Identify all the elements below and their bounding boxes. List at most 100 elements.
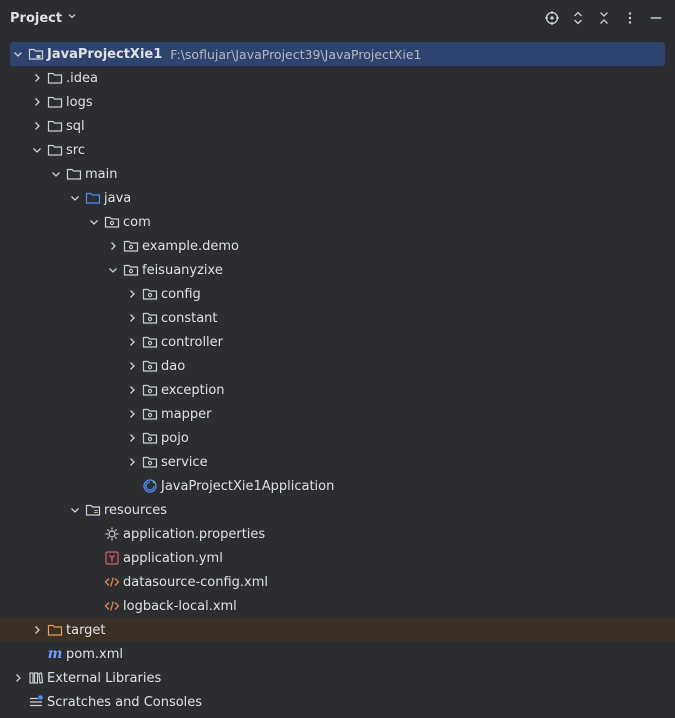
tree-node-logs[interactable]: logs xyxy=(0,90,675,114)
tree-node-logback-local-xml[interactable]: logback-local.xml xyxy=(0,594,675,618)
tree-node-label: target xyxy=(66,622,106,638)
tree-node-scratches-and-consoles[interactable]: Scratches and Consoles xyxy=(0,690,675,714)
chevron-right-icon[interactable] xyxy=(10,670,26,686)
properties-file-icon xyxy=(104,526,120,542)
tree-node-application-properties[interactable]: application.properties xyxy=(0,522,675,546)
chevron-down-icon[interactable] xyxy=(48,166,64,182)
chevron-right-icon[interactable] xyxy=(124,334,140,350)
expander-spacer xyxy=(86,550,102,566)
module-folder-icon xyxy=(28,46,44,62)
chevron-right-icon[interactable] xyxy=(105,238,121,254)
package-icon xyxy=(142,406,158,422)
tree-node-target[interactable]: target xyxy=(0,618,675,642)
tree-node-com[interactable]: com xyxy=(0,210,675,234)
tool-window-header: Project xyxy=(0,0,675,36)
yaml-file-icon xyxy=(104,550,120,566)
tree-node-pojo[interactable]: pojo xyxy=(0,426,675,450)
tool-window-title: Project xyxy=(10,10,63,26)
folder-icon xyxy=(66,166,82,182)
chevron-down-icon[interactable] xyxy=(86,214,102,230)
folder-icon xyxy=(47,94,63,110)
expand-collapse-icon[interactable] xyxy=(569,9,587,27)
tree-node-exception[interactable]: exception xyxy=(0,378,675,402)
tree-node-label: sql xyxy=(66,118,85,134)
chevron-right-icon[interactable] xyxy=(29,118,45,134)
xml-file-icon xyxy=(104,574,120,590)
package-icon xyxy=(104,214,120,230)
tree-node-label: mapper xyxy=(161,406,212,422)
tree-node-mapper[interactable]: mapper xyxy=(0,402,675,426)
package-icon xyxy=(142,310,158,326)
xml-file-icon xyxy=(104,598,120,614)
tree-node-example-demo[interactable]: example.demo xyxy=(0,234,675,258)
tree-node-feisuanyzixe[interactable]: feisuanyzixe xyxy=(0,258,675,282)
locate-icon[interactable] xyxy=(543,9,561,27)
tree-node-service[interactable]: service xyxy=(0,450,675,474)
chevron-down-icon[interactable] xyxy=(67,502,83,518)
package-icon xyxy=(142,286,158,302)
tree-node-config[interactable]: config xyxy=(0,282,675,306)
chevron-down-icon[interactable] xyxy=(105,262,121,278)
package-icon xyxy=(142,454,158,470)
package-icon xyxy=(142,430,158,446)
tree-node-controller[interactable]: controller xyxy=(0,330,675,354)
tree-node-java[interactable]: java xyxy=(0,186,675,210)
project-view-selector[interactable]: Project xyxy=(10,10,78,26)
chevron-down-icon[interactable] xyxy=(10,46,26,62)
maven-glyph: m xyxy=(47,646,63,662)
tree-node-idea[interactable]: .idea xyxy=(0,66,675,90)
tree-node-label: datasource-config.xml xyxy=(123,574,269,590)
tree-node-dao[interactable]: dao xyxy=(0,354,675,378)
tree-node-label: logs xyxy=(66,94,93,110)
chevron-down-icon[interactable] xyxy=(67,190,83,206)
source-folder-icon xyxy=(85,190,101,206)
collapse-all-icon[interactable] xyxy=(595,9,613,27)
module-path: F:\soflujar\JavaProject39\JavaProjectXie… xyxy=(170,46,422,62)
chevron-right-icon[interactable] xyxy=(124,430,140,446)
folder-icon xyxy=(47,118,63,134)
tree-node-label: com xyxy=(123,214,151,230)
chevron-down-icon[interactable] xyxy=(29,142,45,158)
minimize-icon[interactable] xyxy=(647,9,665,27)
tree-node-label: JavaProjectXie1Application xyxy=(161,478,335,494)
chevron-right-icon[interactable] xyxy=(29,70,45,86)
tree-node-javaprojectxie1application[interactable]: JavaProjectXie1Application xyxy=(0,474,675,498)
tree-node-src[interactable]: src xyxy=(0,138,675,162)
tree-node-label: service xyxy=(161,454,208,470)
tree-node-label: main xyxy=(85,166,118,182)
tree-node-main[interactable]: main xyxy=(0,162,675,186)
tree-node-label: resources xyxy=(104,502,168,518)
tree-node-label: src xyxy=(66,142,85,158)
package-icon xyxy=(142,358,158,374)
tree-node-label: External Libraries xyxy=(47,670,162,686)
expander-spacer xyxy=(124,478,140,494)
tree-node-label: java xyxy=(104,190,132,206)
chevron-right-icon[interactable] xyxy=(29,622,45,638)
chevron-right-icon[interactable] xyxy=(124,454,140,470)
tree-node-resources[interactable]: resources xyxy=(0,498,675,522)
tree-node-datasource-config-xml[interactable]: datasource-config.xml xyxy=(0,570,675,594)
expander-spacer xyxy=(86,574,102,590)
tree-node-label: logback-local.xml xyxy=(123,598,237,614)
chevron-right-icon[interactable] xyxy=(29,94,45,110)
chevron-right-icon[interactable] xyxy=(124,358,140,374)
tree-node-label: exception xyxy=(161,382,225,398)
tree-node-application-yml[interactable]: application.yml xyxy=(0,546,675,570)
scratches-icon xyxy=(28,694,44,710)
tree-node-sql[interactable]: sql xyxy=(0,114,675,138)
chevron-right-icon[interactable] xyxy=(124,286,140,302)
chevron-right-icon[interactable] xyxy=(124,310,140,326)
chevron-right-icon[interactable] xyxy=(124,382,140,398)
tree-node-label: constant xyxy=(161,310,218,326)
expander-spacer xyxy=(86,526,102,542)
tree-node-label: pom.xml xyxy=(66,646,123,662)
tree-node-external-libraries[interactable]: External Libraries xyxy=(0,666,675,690)
package-icon xyxy=(123,262,139,278)
tree-node-constant[interactable]: constant xyxy=(0,306,675,330)
chevron-right-icon[interactable] xyxy=(124,406,140,422)
package-icon xyxy=(123,238,139,254)
more-icon[interactable] xyxy=(621,9,639,27)
